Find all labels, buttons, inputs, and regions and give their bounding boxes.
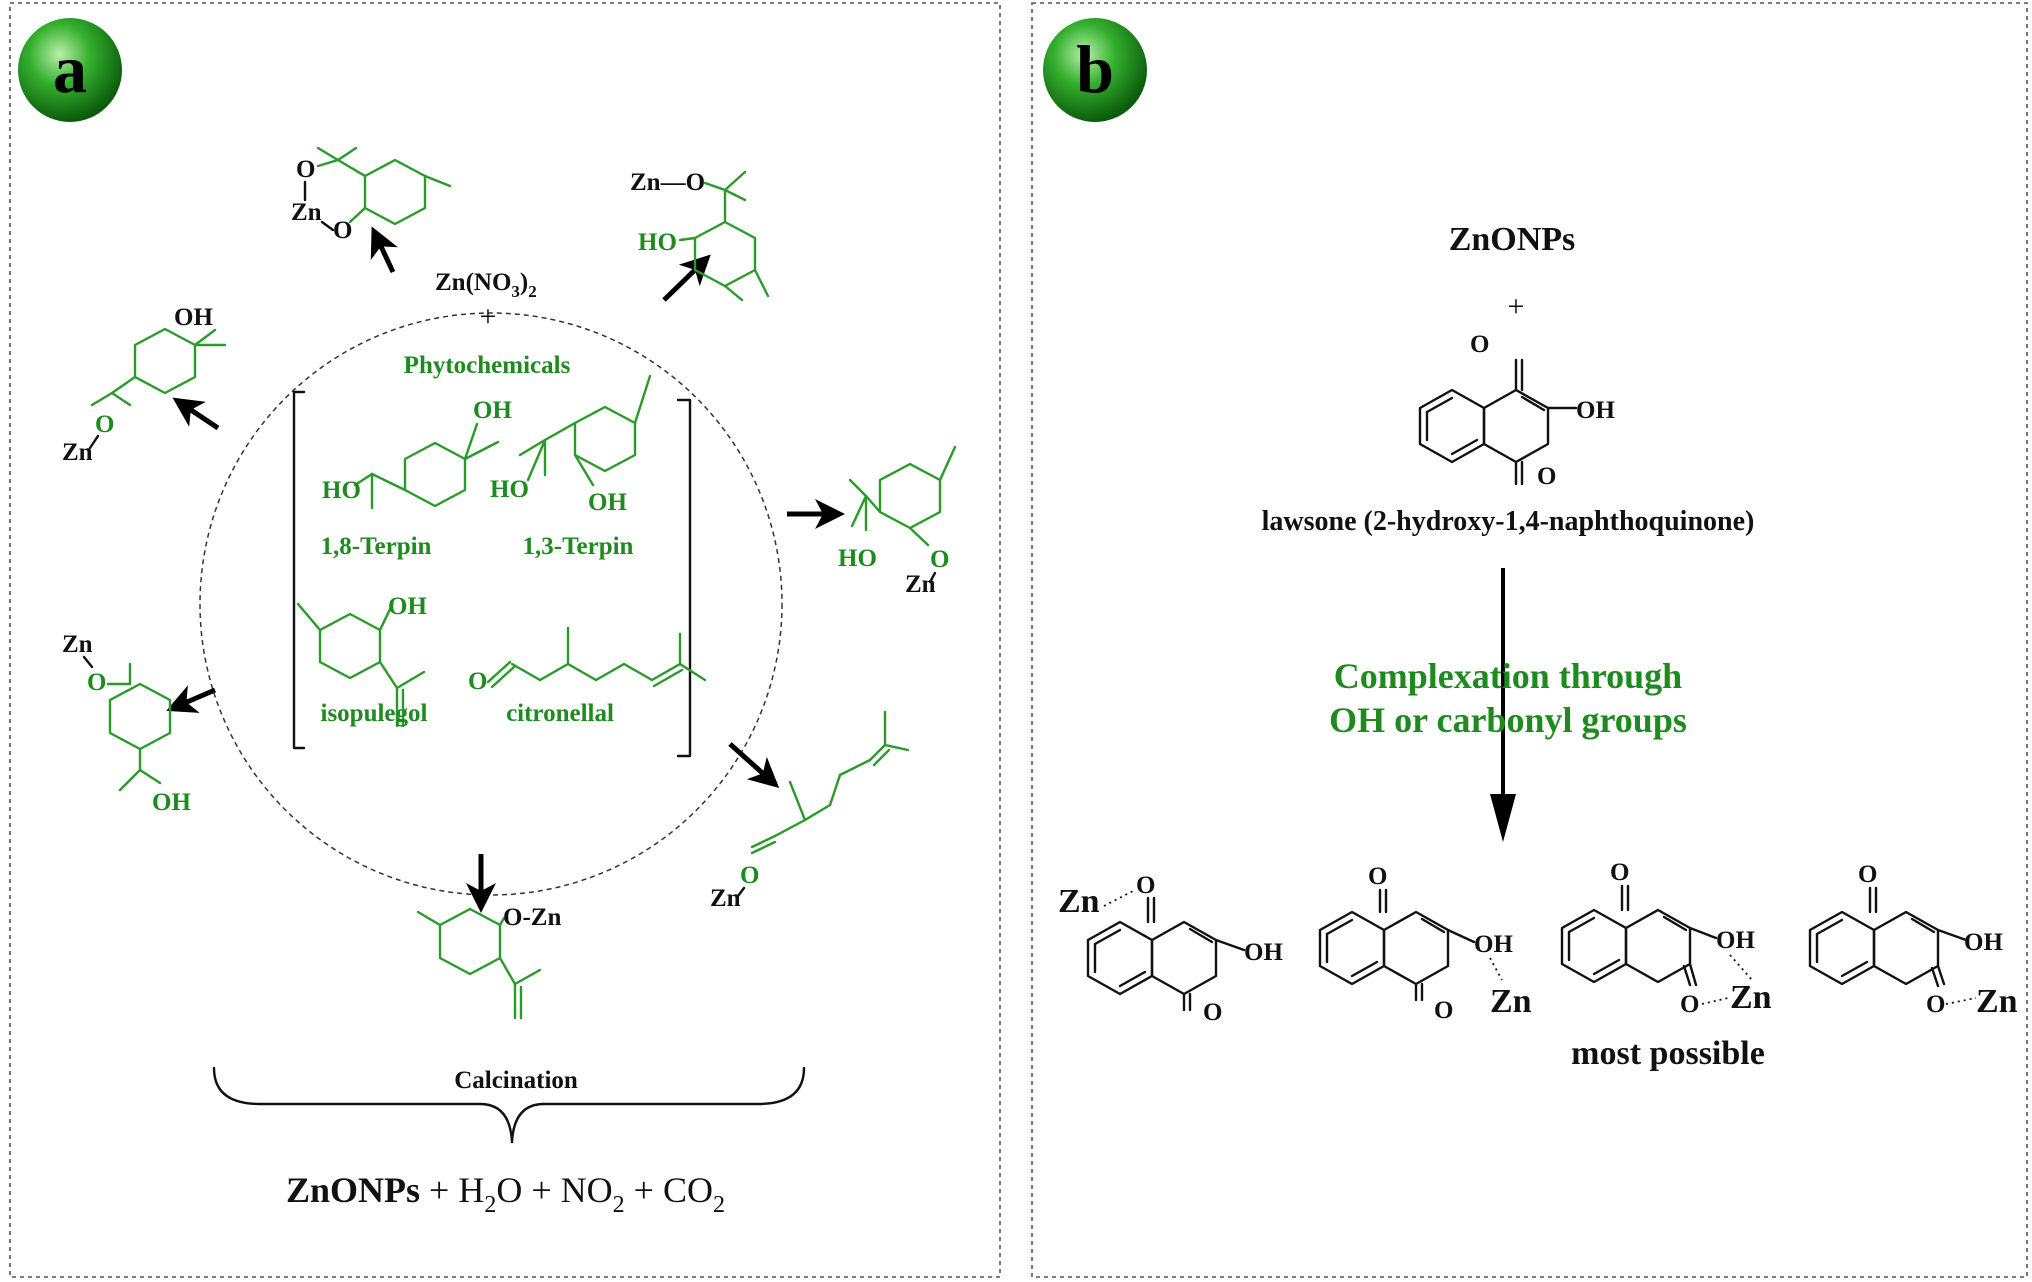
terpin-13-label: 1,3-Terpin [523, 533, 634, 560]
right-bracket [676, 398, 692, 758]
svg-text:O-Zn: O-Zn [503, 904, 561, 931]
badge-a: a [18, 18, 122, 122]
svg-text:O: O [930, 546, 949, 573]
svg-text:O: O [333, 217, 352, 244]
svg-text:OH: OH [1576, 397, 1615, 424]
svg-text:O: O [87, 669, 106, 696]
reagent-plus: + [480, 300, 497, 333]
complex-1: Zn O O OH [1058, 872, 1283, 1026]
svg-text:Zn: Zn [1730, 979, 1772, 1016]
svg-text:OH: OH [388, 593, 427, 620]
svg-text:OH: OH [1244, 939, 1283, 966]
svg-text:Zn: Zn [62, 631, 93, 658]
left-bracket [292, 390, 306, 750]
svg-text:O: O [1610, 859, 1629, 886]
lawsone-label: lawsone (2-hydroxy-1,4-naphthoquinone) [1262, 506, 1755, 537]
svg-text:Zn: Zn [905, 571, 936, 598]
svg-text:Zn: Zn [62, 439, 93, 466]
isopulegol-label: isopulegol [321, 700, 428, 727]
complex-4: O O OH Zn [1808, 861, 2018, 1020]
reagent-formula: Zn(NO3)2 [435, 269, 537, 301]
panel-a-frame [9, 2, 1001, 1278]
badge-b: b [1043, 18, 1147, 122]
svg-text:OH: OH [1716, 927, 1755, 954]
complexation-line1: Complexation through [1334, 656, 1682, 696]
badge-b-label: b [1076, 31, 1114, 107]
complex-3: O O OH Zn [1560, 859, 1772, 1018]
product-top-structure: O Zn O [291, 146, 452, 244]
isopulegol-structure: OH [296, 593, 427, 728]
svg-text:HO: HO [838, 545, 877, 572]
complexation-line2: OH or carbonyl groups [1329, 700, 1687, 740]
panel-b-frame [1031, 2, 2028, 1278]
panel-b: b ZnONPs + O O OH lawsone (2-hydroxy-1,4… [1031, 2, 2028, 1278]
complex-2: O O OH Zn [1318, 863, 1532, 1024]
svg-text:Zn: Zn [1490, 983, 1532, 1020]
svg-text:O: O [1858, 861, 1877, 888]
svg-text:Zn: Zn [291, 199, 322, 226]
svg-text:Zn: Zn [1058, 883, 1100, 920]
svg-text:HO: HO [490, 476, 529, 503]
product-right-structure: HO O Zn [838, 445, 957, 598]
arrow-left-bottom [166, 685, 216, 713]
most-possible-label: most possible [1571, 1035, 1765, 1072]
svg-text:O: O [1470, 331, 1489, 358]
svg-text:O: O [95, 411, 114, 438]
product-top-right-structure: Zn—O HO [630, 169, 770, 302]
svg-text:HO: HO [638, 229, 677, 256]
badge-a-label: a [53, 31, 87, 107]
svg-text:O: O [468, 668, 487, 695]
svg-text:OH: OH [1474, 931, 1513, 958]
arrow-left-top [172, 397, 220, 431]
citronellal-structure: O [468, 626, 707, 695]
panel-a: a Zn(NO3)2 + Phytochemicals OH HO 1,8-Te… [9, 2, 1001, 1278]
terpin-18-structure: OH HO [322, 397, 512, 510]
svg-text:O: O [1136, 872, 1155, 899]
svg-text:O: O [1680, 991, 1699, 1018]
arrow-top-right [662, 254, 711, 302]
reaction-circle [199, 312, 783, 896]
terpin-13-structure: OH HO [490, 374, 652, 516]
svg-text:Zn: Zn [1976, 983, 2018, 1020]
complexation-arrowhead [1490, 794, 1516, 842]
products-equation: ZnONPs + H2O + NO2 + CO2 [286, 1170, 725, 1220]
svg-text:O: O [740, 862, 759, 889]
product-bottom-structure: O-Zn [416, 904, 561, 1020]
svg-text:O: O [1434, 997, 1453, 1024]
zno-plus: + [1508, 290, 1525, 323]
product-bottom-right-structure: O Zn [710, 710, 910, 912]
arrow-bottom-right [728, 742, 780, 789]
phytochemicals-label: Phytochemicals [404, 352, 571, 379]
calcination-label: Calcination [454, 1067, 578, 1094]
svg-text:Zn—O: Zn—O [630, 169, 705, 196]
product-left-top-structure: OH O Zn [62, 304, 227, 466]
lawsone-structure: O O OH [1418, 331, 1615, 490]
svg-text:O: O [296, 156, 315, 183]
svg-text:O: O [1203, 999, 1222, 1026]
svg-text:HO: HO [322, 477, 361, 504]
zno-label: ZnONPs [1449, 221, 1576, 258]
citronellal-label: citronellal [506, 700, 614, 727]
svg-text:OH: OH [174, 304, 213, 331]
product-left-bottom-structure: Zn O OH [62, 631, 191, 816]
svg-text:Zn: Zn [710, 885, 741, 912]
terpin-18-label: 1,8-Terpin [321, 533, 432, 560]
arrow-top [370, 226, 398, 274]
svg-text:OH: OH [473, 397, 512, 424]
svg-text:O: O [1537, 463, 1556, 490]
svg-text:OH: OH [588, 489, 627, 516]
svg-text:O: O [1926, 991, 1945, 1018]
calcination-brace [212, 1066, 806, 1144]
svg-text:OH: OH [1964, 929, 2003, 956]
svg-text:O: O [1368, 863, 1387, 890]
svg-text:OH: OH [152, 789, 191, 816]
